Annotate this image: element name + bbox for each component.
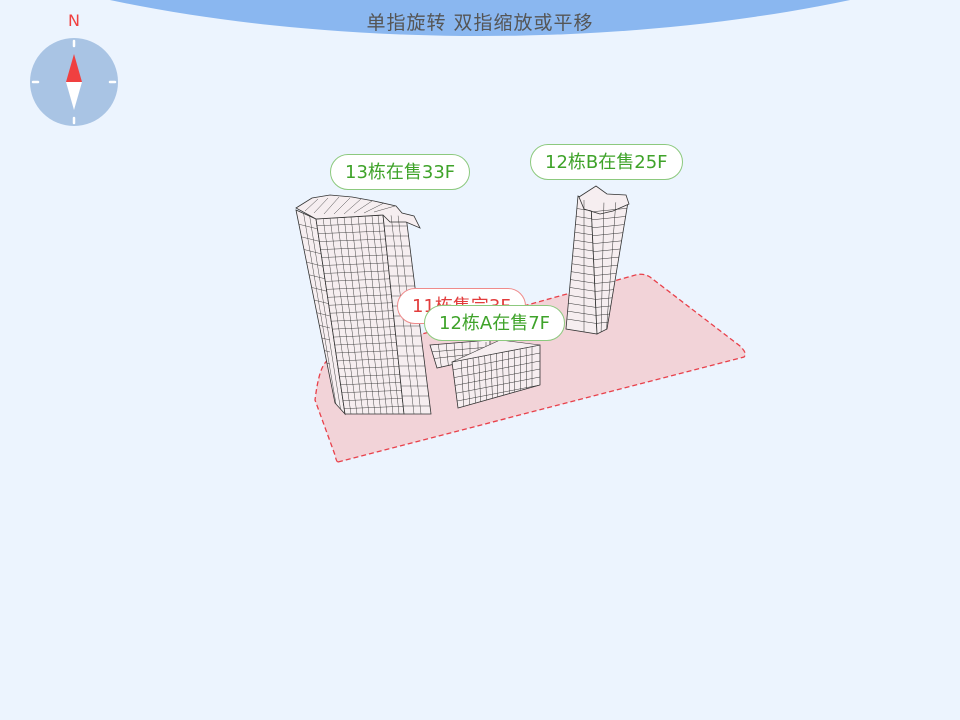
building-13[interactable] [290, 194, 432, 416]
building-12a[interactable] [451, 339, 541, 410]
compass-north-needle [66, 54, 82, 82]
compass-icon[interactable]: N [28, 10, 120, 128]
building-label-13[interactable]: 13栋在售33F [330, 154, 471, 190]
building-label-12b[interactable]: 12栋B在售25F [530, 144, 683, 180]
building-12b[interactable] [560, 185, 630, 336]
compass-south-needle [66, 82, 82, 110]
gesture-hint: 单指旋转 双指缩放或平移 [366, 12, 594, 34]
compass-north-label: N [68, 11, 80, 30]
building-label-12a[interactable]: 12栋A在售7F [424, 305, 566, 341]
